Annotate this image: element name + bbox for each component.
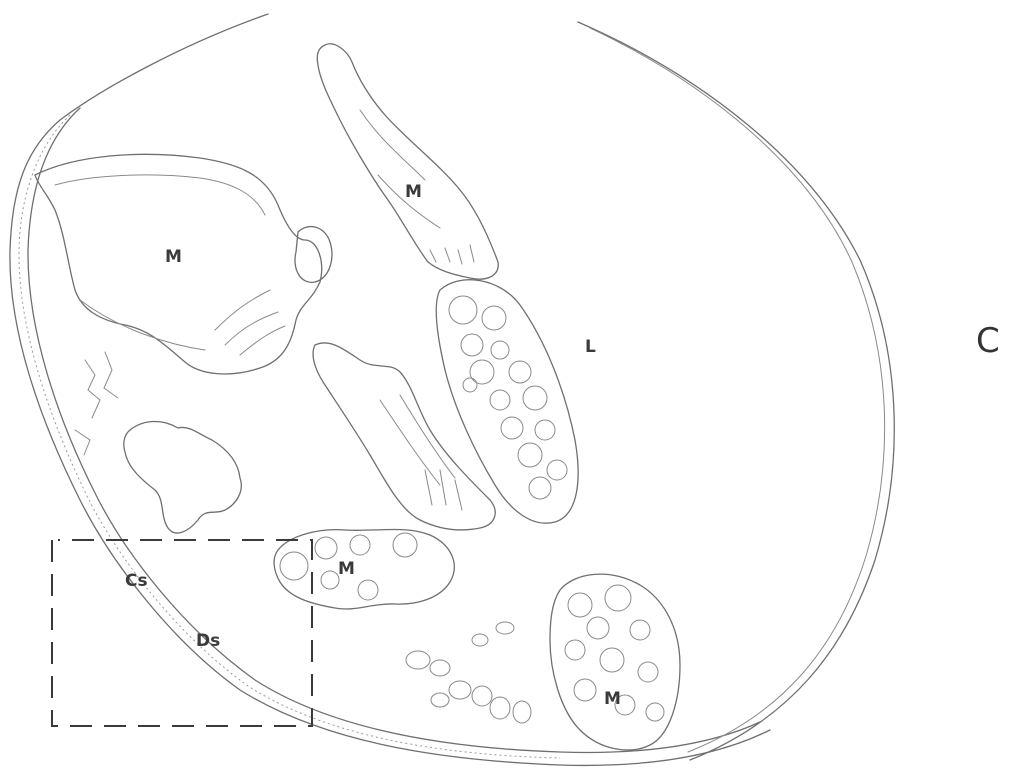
cell-wall-left — [10, 14, 770, 765]
label-m-lower-left: M — [338, 559, 355, 579]
organelle-m-upper — [317, 44, 498, 279]
label-ds: Ds — [196, 631, 220, 651]
cell-outline-right-inner — [590, 28, 885, 752]
projection-left-upper — [75, 352, 118, 455]
organelle-m-lower-left — [274, 529, 454, 609]
cell-wall-left-inner — [28, 108, 760, 753]
panel-letter: C — [976, 321, 1000, 361]
inset-box-dashed — [52, 540, 312, 726]
label-m-upper: M — [405, 182, 422, 202]
vesicle-cluster-upper — [436, 280, 578, 523]
scattered-vesicles — [406, 622, 531, 723]
label-m-lower-right: M — [604, 689, 621, 709]
cell-outline-right — [578, 22, 894, 760]
vesicles-upper — [449, 296, 567, 499]
label-m-large: M — [165, 247, 182, 267]
label-cs: Cs — [125, 571, 148, 591]
organelle-m-lower-right — [550, 574, 680, 750]
projection-left-lower — [124, 422, 242, 534]
label-l: L — [585, 337, 596, 357]
organelle-m-large-knob — [295, 227, 332, 283]
epithelium-texture — [19, 115, 560, 758]
